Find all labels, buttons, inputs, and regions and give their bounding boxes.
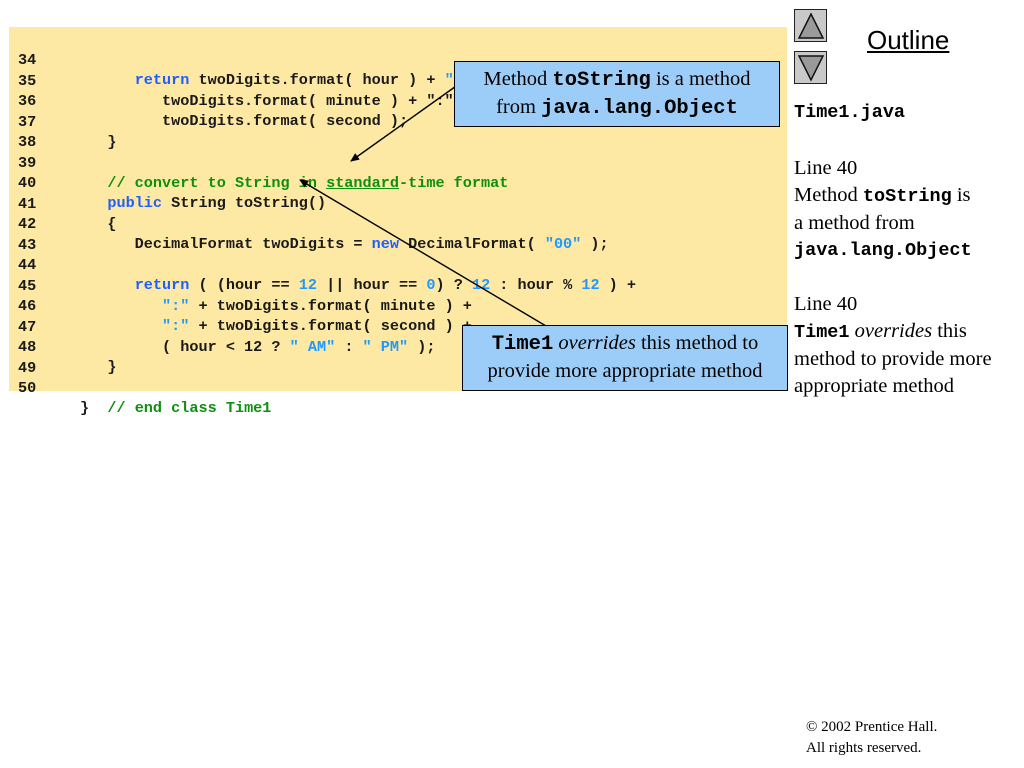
side-note-text: Time1 overrides this xyxy=(794,320,967,343)
code-line-50: 50 } // end class Time1 xyxy=(9,358,271,417)
code-text: return twoDigits.format( hour ) + ":" + xyxy=(80,70,490,90)
code-line-39: 39 // convert to String in standard-time… xyxy=(9,133,508,192)
side-note-text: Method toString is xyxy=(794,184,971,207)
line-number: 49 xyxy=(18,358,37,377)
code-line-44: 44 return ( (hour == 12 || hour == 0) ? … xyxy=(9,235,636,294)
side-note-text: method to provide more xyxy=(794,348,992,370)
code-text: } xyxy=(80,132,117,151)
code-line-48: 48 } xyxy=(9,317,116,376)
line-number: 45 xyxy=(18,276,37,295)
code-text: public String toString() xyxy=(107,194,327,212)
string-literal: ":" xyxy=(162,317,190,335)
code-text: twoDigits.format( minute ) + ":" + xyxy=(80,91,472,110)
line-number: 38 xyxy=(18,133,37,151)
triangle-up-icon xyxy=(797,12,825,39)
keyword: return xyxy=(134,276,190,294)
code-line-46: 46 ":" + twoDigits.format( second ) + xyxy=(9,276,472,335)
code-line-34: 34 return twoDigits.format( hour ) + ":"… xyxy=(9,30,490,89)
side-note-text: a method from xyxy=(794,212,915,234)
rights-line: All rights reserved. xyxy=(806,740,922,756)
code-line-47: 47 ( hour < 12 ? " AM" : " PM" ); xyxy=(9,297,435,356)
side-note-1: Line 40 Method toString is a method from… xyxy=(794,155,1019,264)
side-note-text: appropriate method xyxy=(794,375,954,397)
code-text: } xyxy=(80,358,117,376)
line-number: 34 xyxy=(18,51,37,69)
line-number: 39 xyxy=(18,153,37,172)
code-text: DecimalFormat twoDigits = new DecimalFor… xyxy=(80,235,609,253)
code-text: { xyxy=(80,214,117,233)
copyright-line: © 2002 Prentice Hall. xyxy=(806,719,938,735)
code-line-45: 45 ":" + twoDigits.format( minute ) + xyxy=(9,256,472,315)
copyright-footer: © 2002 Prentice Hall. All rights reserve… xyxy=(806,717,937,759)
callout-line: from java.lang.Object xyxy=(496,96,738,120)
triangle-down-icon xyxy=(797,55,825,82)
side-note-2: Line 40 Time1 overrides this method to p… xyxy=(794,291,1019,400)
next-slide-button[interactable] xyxy=(794,51,827,84)
code-line-37: 37 } xyxy=(9,92,116,151)
code-comment: // convert to String in standard-time fo… xyxy=(80,173,509,192)
keyword: return xyxy=(134,71,190,89)
line-number: 40 xyxy=(18,174,37,192)
line-number: 44 xyxy=(18,256,37,274)
callout-line: Method toString is a method xyxy=(483,68,751,92)
line-number: 35 xyxy=(18,71,37,90)
line-number: 37 xyxy=(18,112,37,131)
string-literal: " PM" xyxy=(362,337,409,356)
callout-line: Time1 overrides this method to xyxy=(491,332,759,356)
code-text: ":" + twoDigits.format( second ) + xyxy=(162,317,472,335)
string-literal: "00" xyxy=(544,235,582,253)
line-number: 48 xyxy=(18,338,37,356)
string-literal: " AM" xyxy=(289,337,336,356)
keyword: new xyxy=(371,235,399,253)
string-literal: ":" xyxy=(162,296,190,315)
side-note-text: java.lang.Object xyxy=(794,240,972,261)
line-number: 47 xyxy=(18,317,37,336)
code-text: ":" + twoDigits.format( minute ) + xyxy=(162,296,472,315)
code-comment: // end class Time1 xyxy=(89,399,272,417)
line-number: 41 xyxy=(18,194,37,213)
code-line-49: 49 xyxy=(9,338,45,377)
code-line-36: 36 twoDigits.format( second ); xyxy=(9,71,408,130)
code-text: twoDigits.format( second ); xyxy=(80,112,409,130)
line-number: 46 xyxy=(18,297,37,315)
code-text: } // end class Time1 xyxy=(80,399,272,417)
code-text: ( hour < 12 ? " AM" : " PM" ); xyxy=(80,337,436,356)
line-number: 43 xyxy=(18,235,37,254)
line-number: 50 xyxy=(18,379,37,397)
code-line-43: 43 xyxy=(9,215,45,254)
code-line-35: 35 twoDigits.format( minute ) + ":" + xyxy=(9,51,472,110)
side-note-line-ref: Line 40 xyxy=(794,157,858,179)
code-line-42: 42 DecimalFormat twoDigits = new Decimal… xyxy=(9,194,609,253)
line-number: 36 xyxy=(18,92,37,110)
side-note-line-ref: Line 40 xyxy=(794,293,858,315)
callout-line: provide more appropriate method xyxy=(487,360,763,382)
code-text: return ( (hour == 12 || hour == 0) ? 12 … xyxy=(134,276,637,294)
callout-tostring-method: Method toString is a method from java.la… xyxy=(454,61,780,127)
outline-link[interactable]: Outline xyxy=(867,25,950,55)
code-line-38: 38 xyxy=(9,112,45,151)
previous-slide-button[interactable] xyxy=(794,9,827,42)
callout-overrides: Time1 overrides this method to provide m… xyxy=(462,325,788,391)
source-file-name: Time1.java xyxy=(794,102,906,123)
line-number: 42 xyxy=(18,215,37,233)
code-line-40: 40 public String toString() xyxy=(9,153,326,212)
code-line-41: 41 { xyxy=(9,174,116,233)
keyword: public xyxy=(107,194,163,212)
